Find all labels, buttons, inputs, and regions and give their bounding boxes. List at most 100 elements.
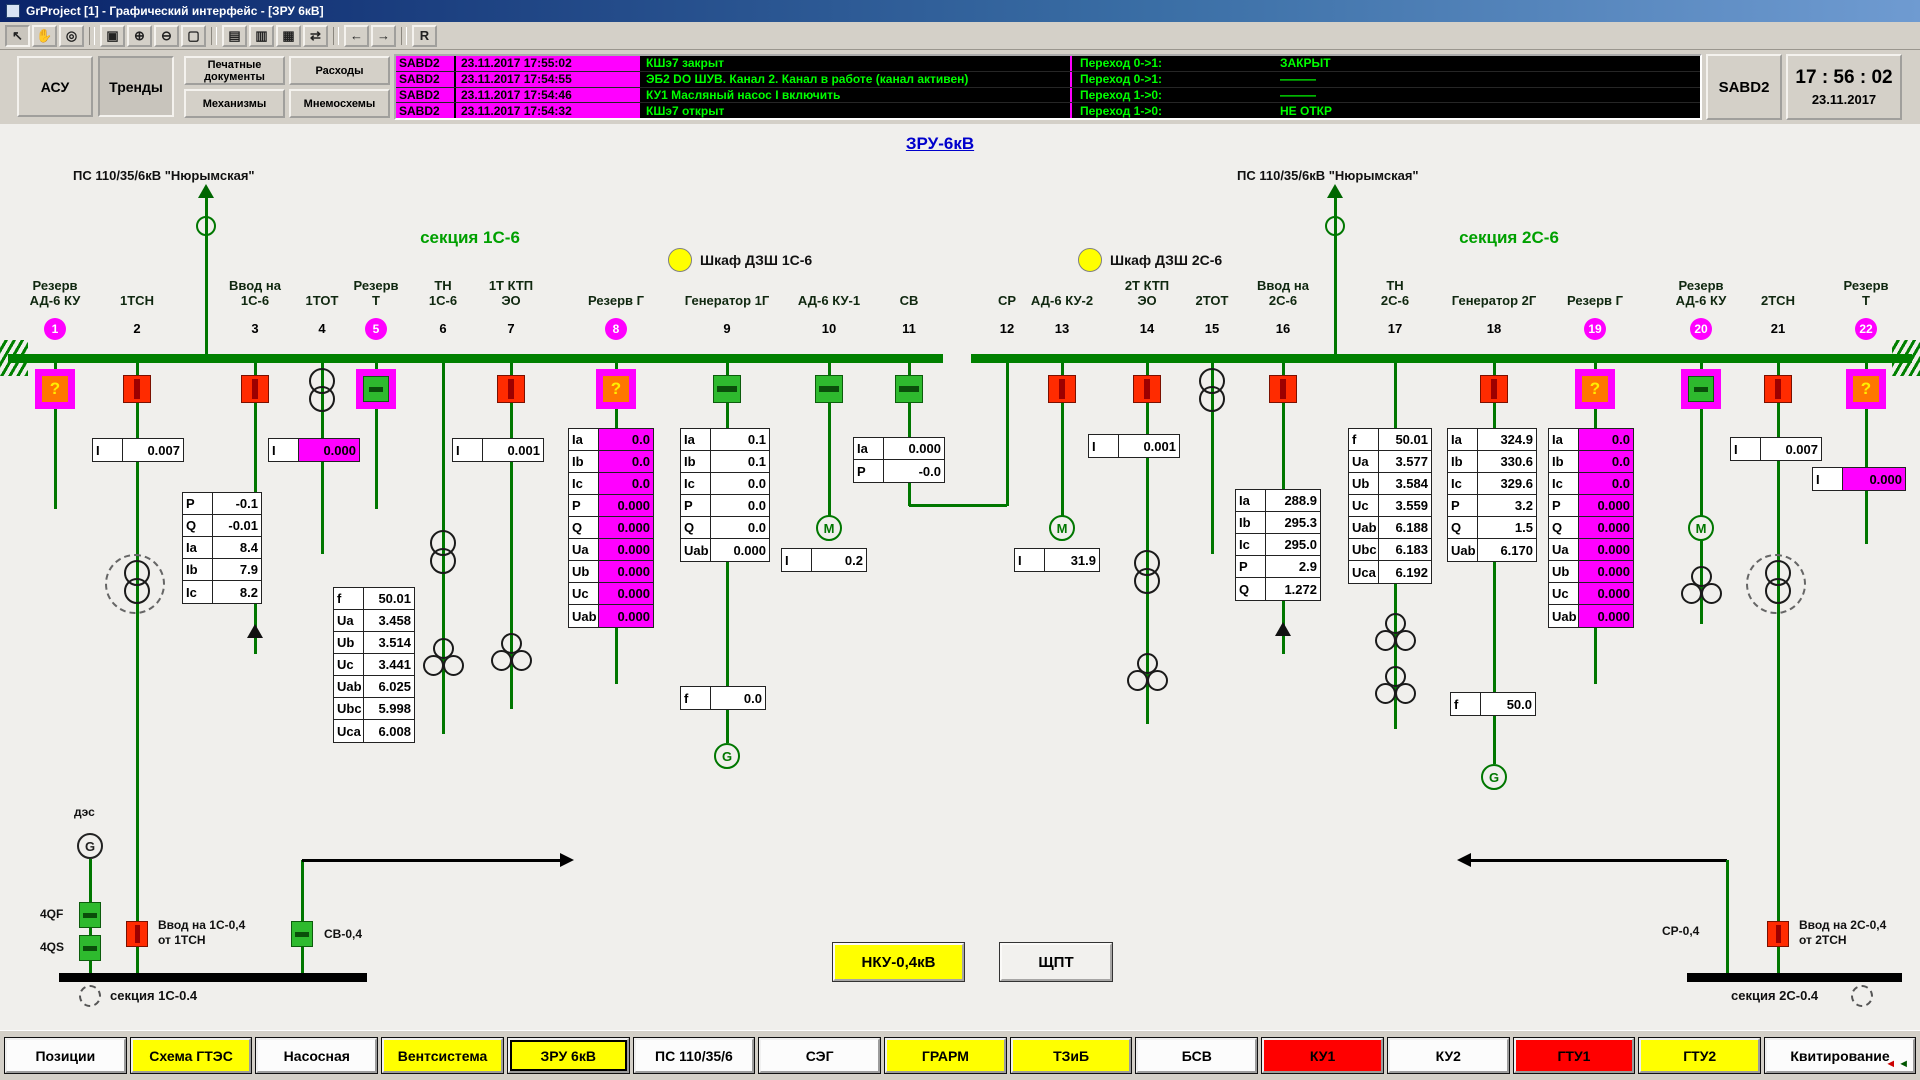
bay-13-breaker[interactable] [1048,375,1076,403]
nku-04-button[interactable]: НКУ-0,4кВ [832,942,965,982]
bay-7-breaker[interactable] [497,375,525,403]
measurement-name: Ib [681,451,711,472]
nav-acknowledge[interactable]: Квитирование◄◄ [1764,1037,1916,1074]
measurement-value: 0.000 [1579,495,1633,516]
zoom-in-button[interactable]: ⊕ [127,24,152,47]
sv04-switch[interactable] [291,921,313,947]
nav-ps-110-35-6[interactable]: ПС 110/35/6 [632,1037,756,1074]
zoom-out-button[interactable]: ⊖ [154,24,179,47]
feeder-1-line [205,198,208,354]
bay-16-breaker[interactable] [1269,375,1297,403]
bay-10-breaker[interactable] [815,375,843,403]
feed-1c04-breaker[interactable] [126,921,148,947]
swap-button[interactable]: ⇄ [303,24,328,47]
nav-ku2[interactable]: КУ2 [1386,1037,1510,1074]
measurement-value: 0.0 [599,429,653,450]
zoom-window-button[interactable]: ▢ [181,24,206,47]
bay-18-breaker[interactable] [1480,375,1508,403]
sv04-label: СВ-0,4 [324,927,363,941]
layout-1-button[interactable]: ▤ [222,24,247,47]
mnemonics-button[interactable]: Мнемосхемы [289,89,390,118]
back-button[interactable]: ← [344,24,369,47]
measurement-value: 0.000 [599,561,653,582]
measurement-value: 0.001 [1143,438,1176,454]
bay-14-number: 14 [1139,321,1155,336]
bay-7-transformer3-icon [511,650,532,671]
bay-20-label: Резерв [1678,278,1724,293]
bay-20-breaker[interactable] [1681,369,1721,409]
nav-vent-system[interactable]: Вентсистема [381,1037,504,1074]
layers-button[interactable]: ▦ [276,24,301,47]
measurement-value: 8.2 [239,584,258,600]
bay-21-breaker[interactable] [1764,375,1792,403]
bay-15-line [1211,363,1214,554]
log-transition-value: ——— [1280,72,1316,87]
nav-zru-6kv[interactable]: ЗРУ 6кВ [506,1037,630,1074]
nav-bsv[interactable]: БСВ [1135,1037,1259,1074]
measurement-value: 0.1 [747,454,766,469]
feed-2c04-breaker[interactable] [1767,921,1789,947]
bay-19-breaker[interactable]: ? [1575,369,1615,409]
bay-3-label: 1С-6 [240,293,270,308]
measurement-value: 0.0 [1579,429,1633,450]
bay-5-breaker[interactable] [356,369,396,409]
select-tool[interactable]: ↖ [5,24,30,47]
asu-button[interactable]: АСУ [17,56,93,117]
nav-gtu2[interactable]: ГТУ2 [1638,1037,1762,1074]
measurement-value: 8.4 [239,540,258,555]
clock-box: 17 : 56 : 02 23.11.2017 [1786,54,1902,120]
forward-button[interactable]: → [371,24,396,47]
layout-2-button[interactable]: ▥ [249,24,274,47]
log-timestamp: 23.11.2017 17:54:55 [454,71,640,87]
measurement-name: Ua [1549,539,1579,560]
log-transition: Переход 0->1:ЗАКРЫТ [1070,56,1700,71]
trends-button[interactable]: Тренды [98,56,174,117]
nav-gtu1[interactable]: ГТУ1 [1512,1037,1636,1074]
bay-9-breaker[interactable] [713,375,741,403]
dzsh-indicator-2[interactable] [1078,248,1102,272]
bay-11-breaker[interactable] [895,375,923,403]
fit-page-button[interactable]: ▣ [100,24,125,47]
nav-pump-station[interactable]: Насосная [255,1037,379,1074]
bay-2-breaker[interactable] [123,375,151,403]
nav-tzib[interactable]: ТЗиБ [1009,1037,1133,1074]
print-docs-button[interactable]: Печатные документы [184,56,285,85]
mechanisms-button[interactable]: Механизмы [184,89,285,118]
nav-gtes-scheme[interactable]: Схема ГТЭС [129,1037,253,1074]
nav-seg[interactable]: СЭГ [758,1037,882,1074]
zoom-tool[interactable]: ◎ [59,24,84,47]
measurement-value: 0.0 [747,520,766,535]
nav-positions[interactable]: Позиции [4,1037,127,1074]
measurement-value: 50.0 [1506,696,1532,712]
dzsh-indicator-1[interactable] [668,248,692,272]
measurement-value: 0.000 [1579,561,1633,582]
bay-22-breaker[interactable]: ? [1846,369,1886,409]
qs-switch[interactable] [79,935,101,961]
report-button[interactable]: R [412,24,437,47]
bay-3-breaker[interactable] [241,375,269,403]
measurement-name: Ib [1448,451,1478,472]
nav-grarm[interactable]: ГРАРМ [884,1037,1007,1074]
flows-button[interactable]: Расходы [289,56,390,85]
bay-10-motor-icon: М [816,515,842,541]
measurement-value: 0.001 [507,442,540,458]
mimic-diagram: ЗРУ-6кВ ПС 110/35/6кВ "Нюрымская"ПС 110/… [0,124,1920,1030]
bay-1-breaker[interactable]: ? [35,369,75,409]
bay-8-breaker[interactable]: ? [596,369,636,409]
shpt-button[interactable]: ЩПТ [999,942,1113,982]
qf-switch[interactable] [79,902,101,928]
pan-tool[interactable]: ✋ [32,24,57,47]
bay-14-breaker[interactable] [1133,375,1161,403]
nav-ku1[interactable]: КУ1 [1261,1037,1384,1074]
